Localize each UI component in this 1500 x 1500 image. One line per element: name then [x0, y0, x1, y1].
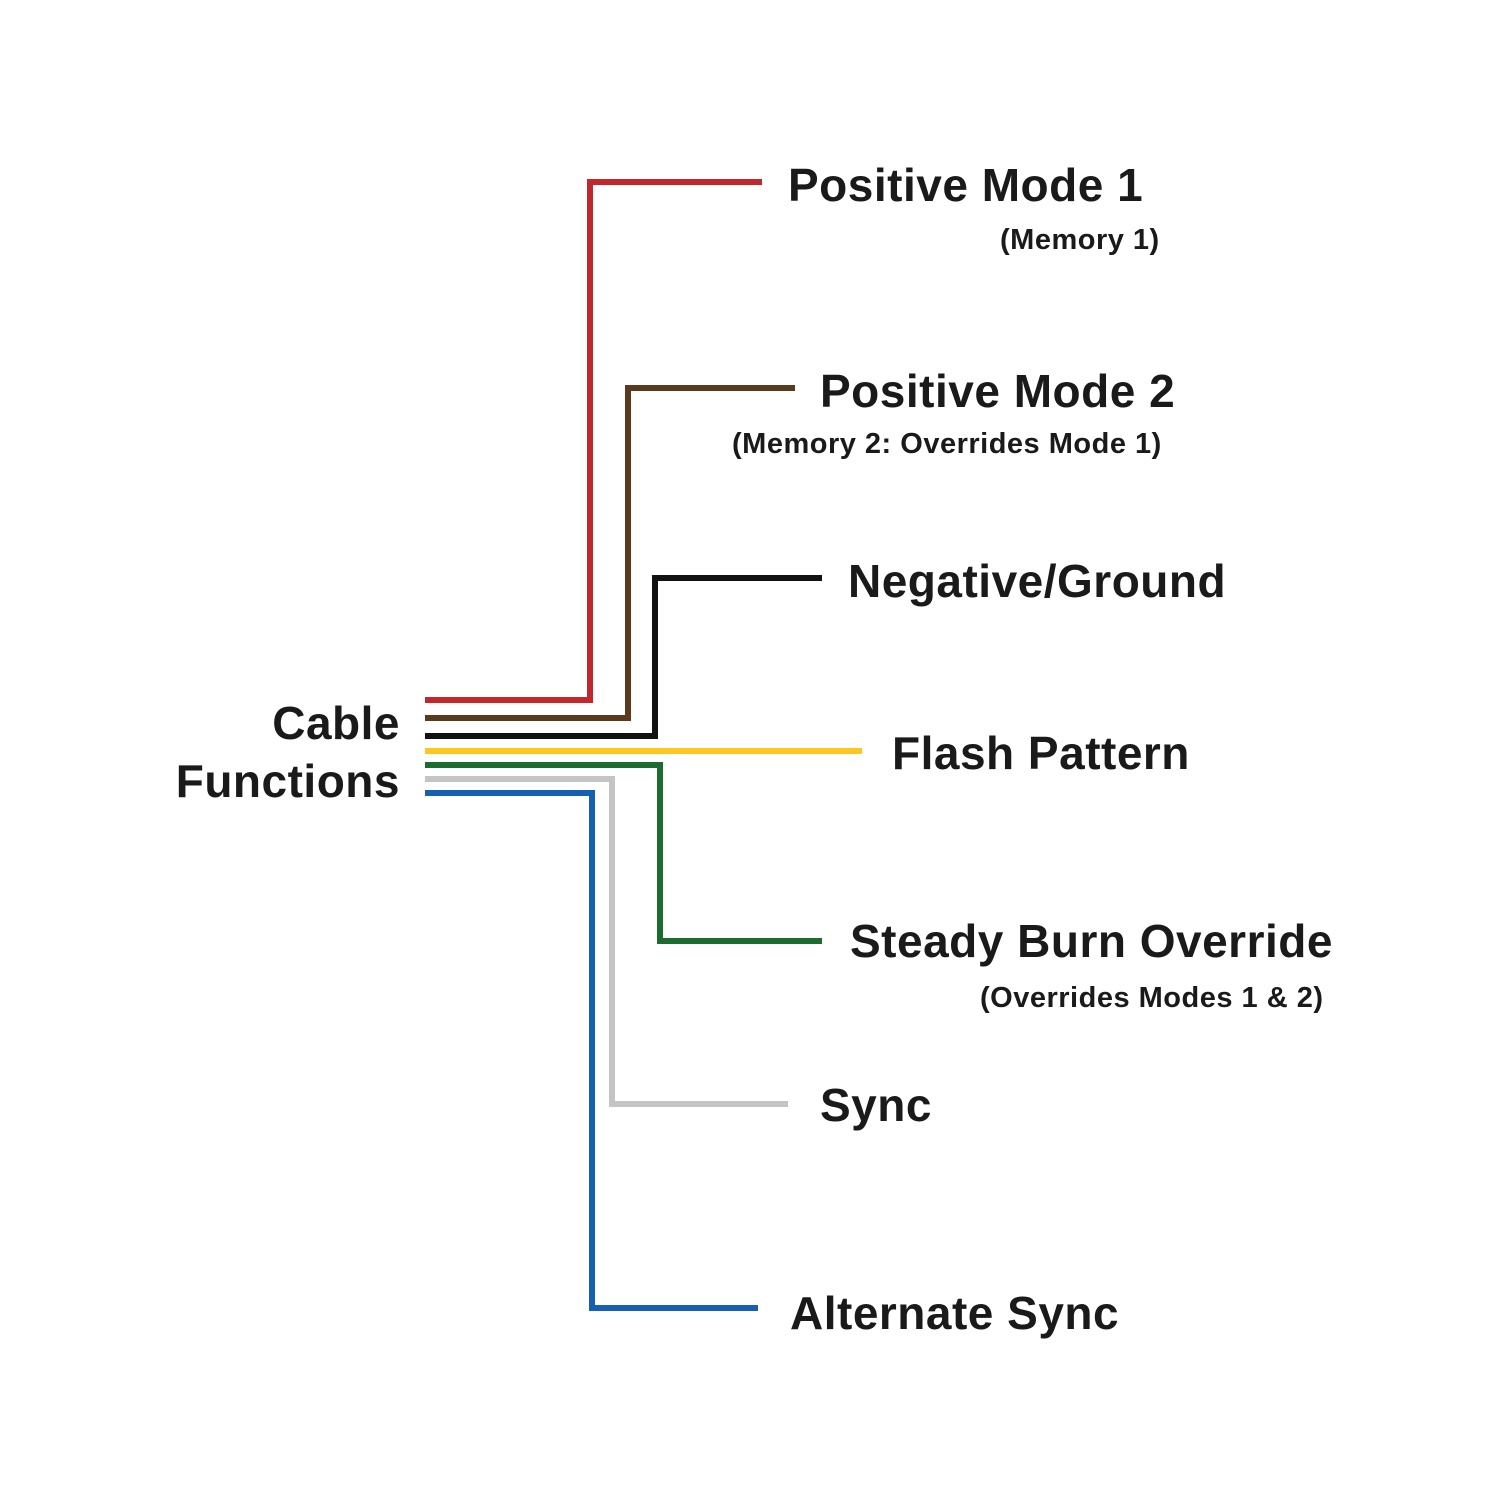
sublabel-steady-burn-override: (Overrides Modes 1 & 2): [980, 982, 1324, 1014]
brown-wire: [425, 385, 795, 721]
gray-wire: [425, 776, 788, 1107]
red-wire: [425, 179, 762, 703]
label-alternate-sync: Alternate Sync: [790, 1287, 1120, 1339]
label-steady-burn-override: Steady Burn Override: [850, 915, 1333, 967]
label-sync: Sync: [820, 1079, 932, 1131]
label-positive-mode-2: Positive Mode 2: [820, 365, 1176, 417]
sublabel-positive-mode-1: (Memory 1): [1000, 224, 1160, 256]
label-positive-mode-1: Positive Mode 1: [788, 159, 1144, 211]
sublabel-positive-mode-2: (Memory 2: Overrides Mode 1): [732, 428, 1162, 460]
diagram-title-line1: Cable: [272, 697, 400, 749]
label-flash-pattern: Flash Pattern: [892, 727, 1190, 779]
diagram-title: Cable Functions: [100, 694, 400, 811]
blue-wire: [425, 790, 758, 1311]
black-wire: [425, 575, 822, 739]
green-wire: [425, 762, 822, 944]
diagram-title-line2: Functions: [175, 755, 400, 808]
label-negative-ground: Negative/Ground: [848, 555, 1227, 607]
